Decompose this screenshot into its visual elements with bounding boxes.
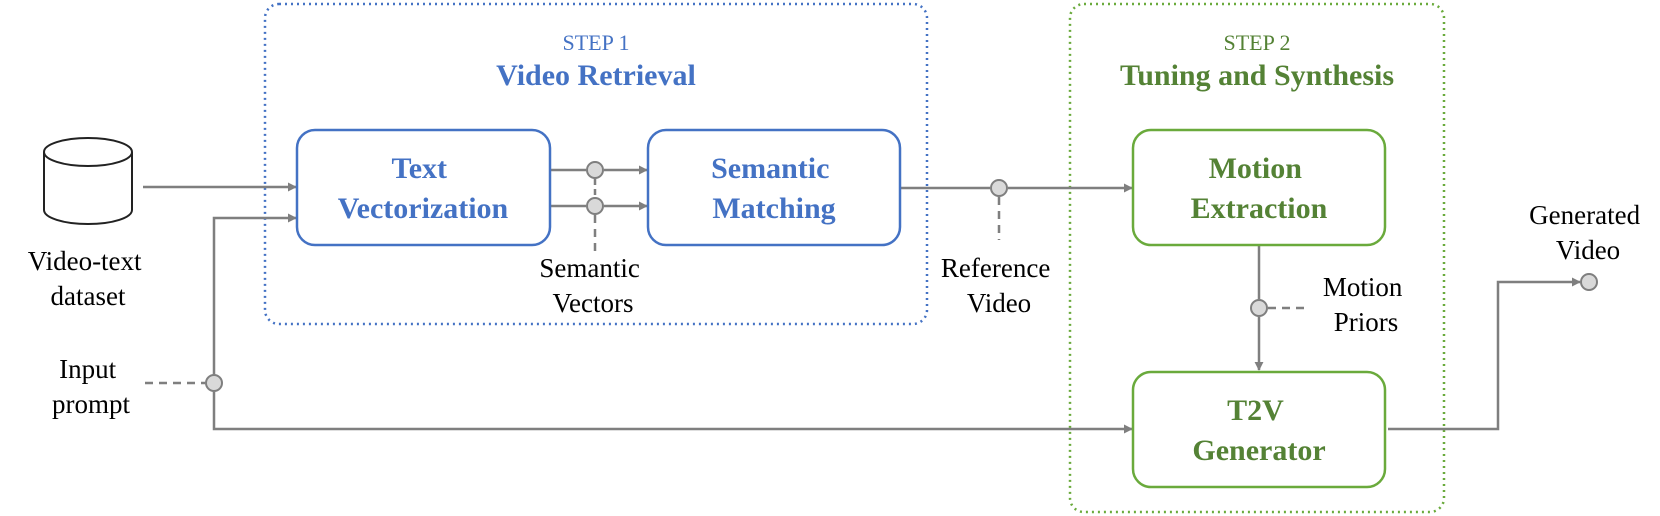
- step1-title: Video Retrieval: [496, 59, 696, 92]
- generated-video-label: Generated Video: [1529, 200, 1647, 265]
- semantic-node-bottom: [586, 197, 604, 215]
- svg-text:Motion Extraction: Motion Extraction: [1191, 152, 1328, 225]
- junction-nodes: [205, 161, 1598, 392]
- reference-node: [990, 179, 1008, 197]
- motion-priors-label: Motion Priors: [1323, 272, 1409, 337]
- connectors: [143, 165, 1581, 434]
- prompt-node: [205, 374, 223, 392]
- motion-extraction-box: Motion Extraction: [1131, 128, 1387, 247]
- svg-text:T2V Generator: T2V Generator: [1192, 394, 1325, 467]
- dataset-label: Video-text dataset: [28, 246, 149, 311]
- text-vectorization-box: Text Vectorization: [295, 128, 552, 247]
- svg-text:Semantic Matching: Semantic Matching: [711, 152, 837, 225]
- semantic-vectors-label: Semantic Vectors: [539, 253, 646, 318]
- motion-priors-node: [1250, 299, 1268, 317]
- step1-label: STEP 1: [562, 30, 629, 55]
- step1-container: [263, 2, 929, 326]
- t2v-generator-box: T2V Generator: [1131, 370, 1387, 489]
- reference-video-label: Reference Video: [941, 253, 1057, 318]
- step2-label: STEP 2: [1223, 30, 1290, 55]
- semantic-node-top: [586, 161, 604, 179]
- semantic-matching-box: Semantic Matching: [646, 128, 902, 247]
- svg-text:Text Vectorization: Text Vectorization: [338, 152, 509, 225]
- step2-title: Tuning and Synthesis: [1120, 59, 1394, 92]
- prompt-label: Input prompt: [52, 354, 130, 419]
- generated-video-node: [1580, 273, 1598, 291]
- step2-container: [1068, 2, 1446, 514]
- database-icon: [43, 137, 133, 225]
